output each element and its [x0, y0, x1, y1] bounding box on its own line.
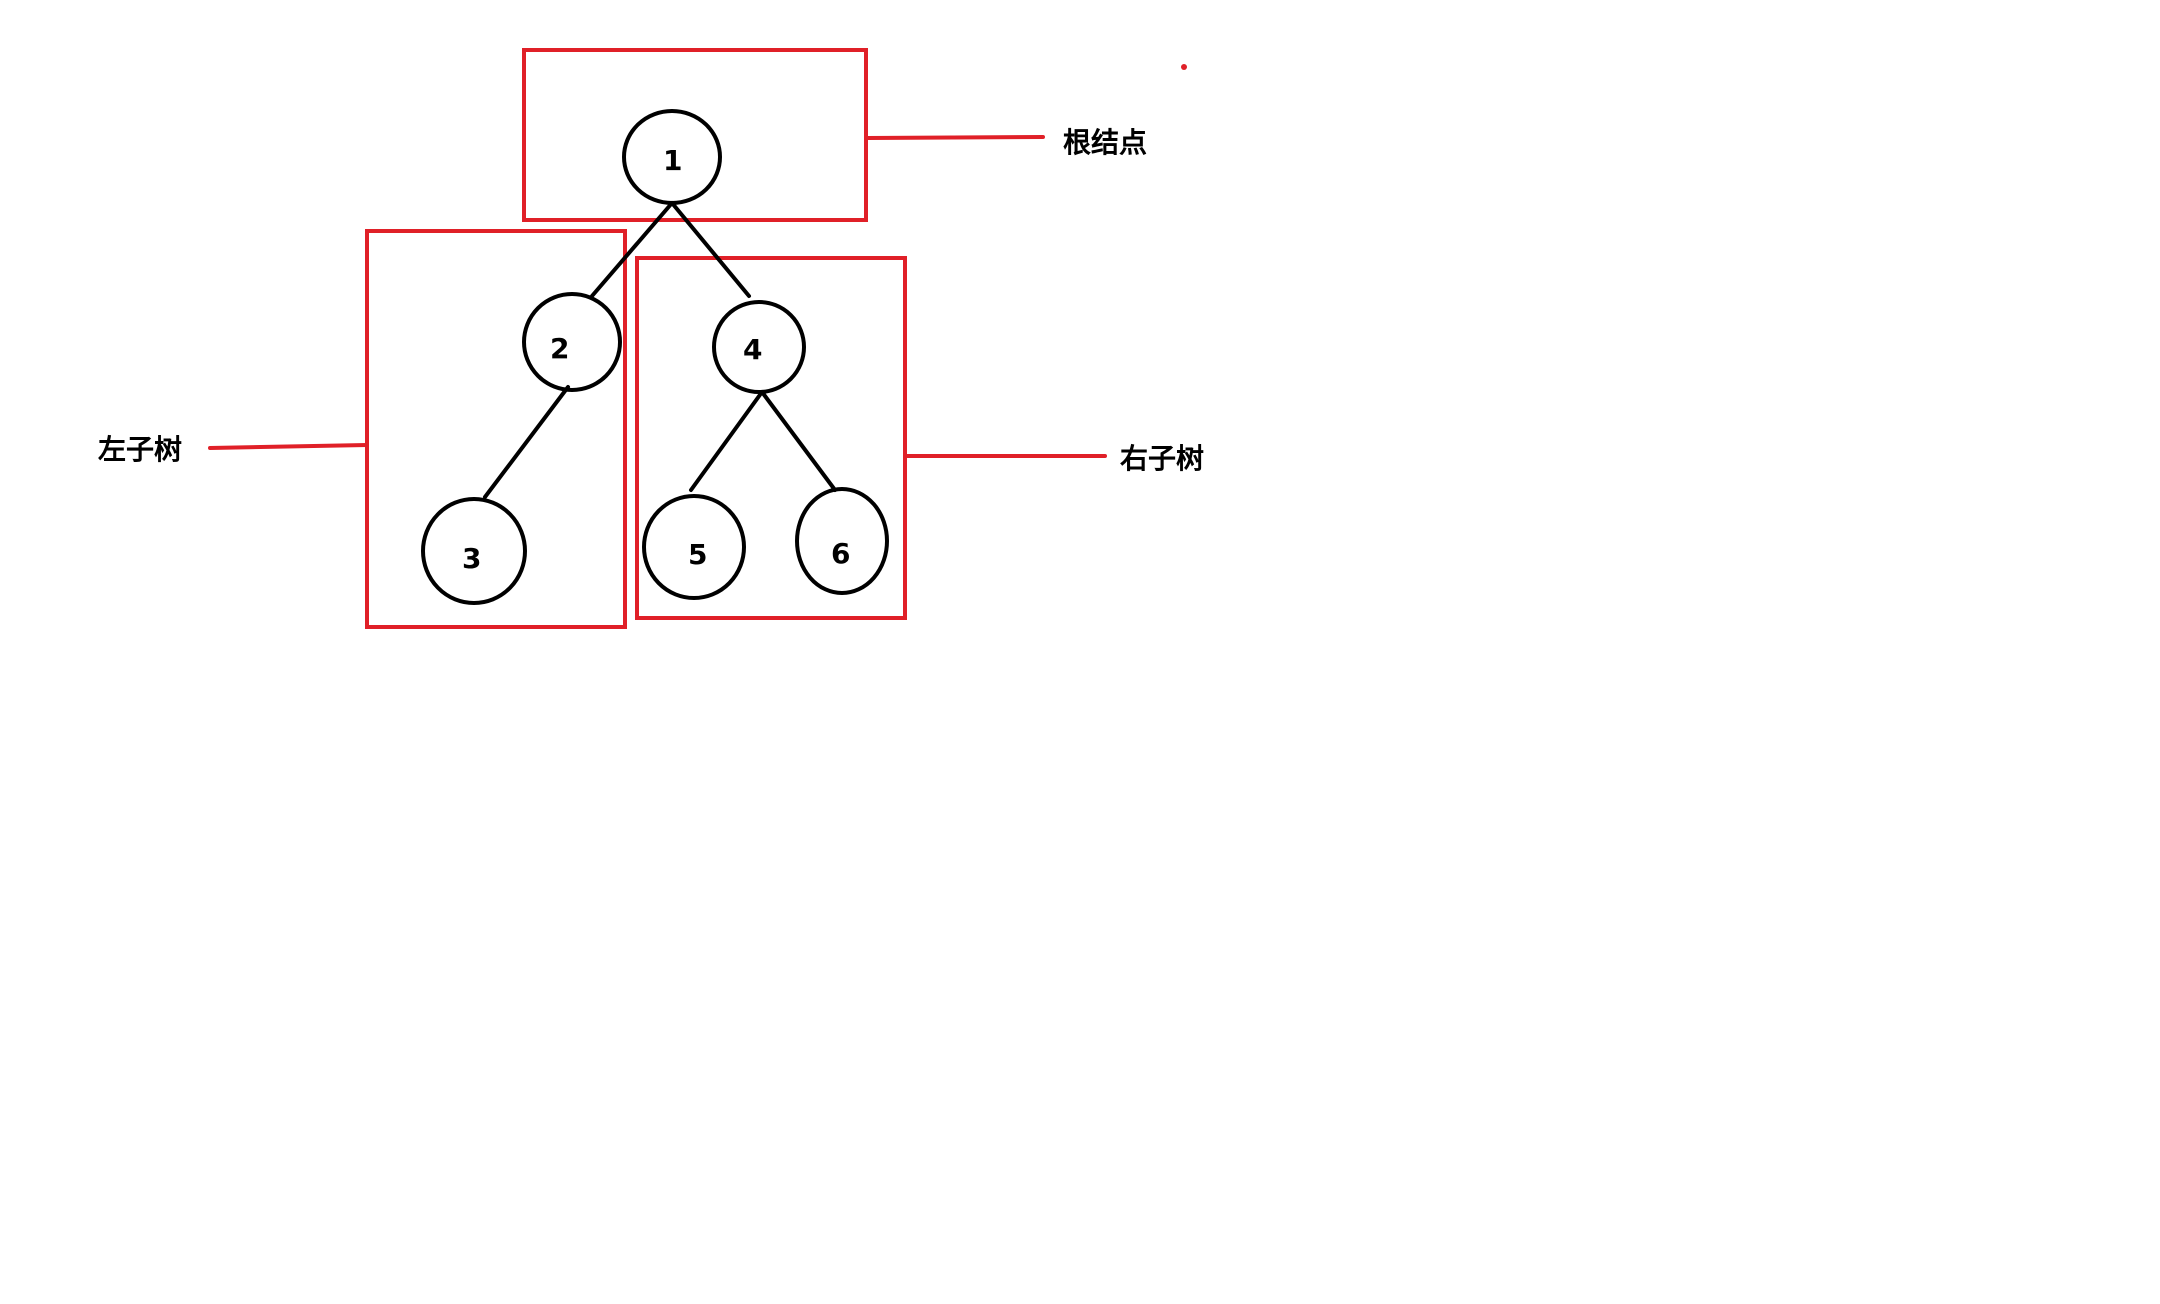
edge-2-3 — [483, 385, 570, 499]
tree-node-6: 6 — [795, 487, 889, 595]
tree-node-2-label: 2 — [550, 332, 569, 365]
tree-node-4: 4 — [712, 300, 806, 394]
tree-node-1: 1 — [622, 109, 722, 205]
root-leader-line — [866, 135, 1045, 140]
stray-dot — [1181, 64, 1187, 70]
left-subtree-leader-line — [208, 443, 369, 450]
edge-4-6 — [760, 390, 837, 492]
tree-node-2: 2 — [522, 292, 622, 392]
tree-node-3-label: 3 — [462, 542, 481, 575]
tree-node-6-label: 6 — [831, 537, 850, 570]
root-node-callout: 根结点 — [1063, 126, 1147, 159]
left-subtree-box — [365, 229, 627, 629]
root-box — [522, 48, 868, 222]
left-subtree-callout: 左子树 — [98, 433, 182, 466]
edge-4-5 — [689, 390, 764, 492]
tree-node-5: 5 — [642, 494, 746, 600]
tree-node-5-label: 5 — [688, 538, 707, 571]
tree-node-4-label: 4 — [743, 333, 762, 366]
tree-node-3: 3 — [421, 497, 527, 605]
edge-1-2 — [590, 201, 674, 298]
right-subtree-callout: 右子树 — [1120, 442, 1204, 475]
tree-node-1-label: 1 — [663, 144, 682, 177]
right-subtree-box — [635, 256, 907, 620]
edge-1-4 — [670, 201, 751, 298]
